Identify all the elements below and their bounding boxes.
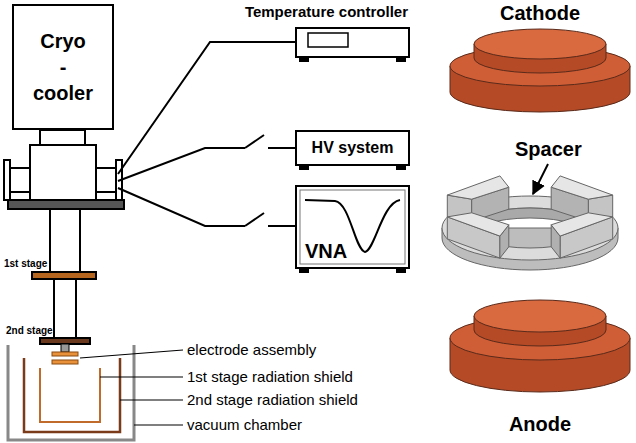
device-label: HV system <box>312 139 394 157</box>
signal-wire <box>268 147 295 149</box>
cathode-electrode <box>474 29 606 59</box>
instrument-foot <box>396 166 406 170</box>
leader-line <box>134 424 183 425</box>
cryostat-body <box>4 130 124 352</box>
pointer-arrow <box>533 164 548 194</box>
electrode-assembly-symbol <box>52 360 78 364</box>
instrument-foot <box>299 269 309 273</box>
part-title: Anode <box>509 413 571 436</box>
instrument-detail <box>308 33 348 47</box>
stage-label: 1st stage <box>4 258 47 270</box>
cryostat-body <box>50 209 80 272</box>
instrument-detail <box>300 190 405 264</box>
instrument-foot <box>396 269 406 273</box>
spacer-ring <box>551 213 613 236</box>
cryostat-body <box>32 272 96 279</box>
electrode-assembly-symbol <box>52 352 78 364</box>
device-label: Cryo - cooler <box>19 28 107 106</box>
spacer-ring <box>551 176 613 199</box>
spacer-ring <box>447 213 509 236</box>
cryostat-body <box>40 130 85 145</box>
signal-wire <box>118 42 295 174</box>
cryostat-body <box>61 344 69 352</box>
electrode-assembly-symbol <box>52 352 78 356</box>
part-label: electrode assembly <box>187 341 316 358</box>
part-title: Spacer <box>515 138 582 161</box>
stage-label: 2nd stage <box>6 325 53 337</box>
spacer-ring <box>442 196 618 260</box>
instrument-box: Temperature controller <box>295 27 410 58</box>
cathode-electrode <box>450 29 630 112</box>
instrument-foot <box>299 58 309 62</box>
instrument-foot <box>299 166 309 170</box>
signal-wire <box>245 213 264 226</box>
leader-line <box>80 350 183 425</box>
part-label: 1st stage radiation shield <box>187 368 353 385</box>
cryostat-body <box>96 168 118 192</box>
radiation-shield-outline <box>24 358 120 432</box>
signal-wire <box>245 135 264 148</box>
part-label: vacuum chamber <box>187 416 302 433</box>
signal-wire <box>118 148 245 181</box>
vacuum-chamber-outline <box>8 345 134 440</box>
device-heading: Temperature controller <box>245 3 408 20</box>
leader-line <box>80 350 183 358</box>
signal-wire <box>118 42 295 226</box>
instrument-box: VNA <box>295 185 410 269</box>
cryostat-body <box>8 168 30 192</box>
leader-line <box>100 376 183 377</box>
cryocooler-box: Cryo - cooler <box>12 4 114 130</box>
cryostat-body <box>54 279 76 338</box>
cryostat-body <box>4 160 10 200</box>
cryostat-body <box>30 145 96 200</box>
device-label: VNA <box>305 240 347 263</box>
leader-line <box>120 399 183 400</box>
instrument-detail <box>300 33 405 264</box>
signal-wire <box>268 225 295 227</box>
radiation-shield-outline <box>40 368 100 422</box>
cryostat-body <box>8 200 124 209</box>
pointer-arrow <box>533 164 548 194</box>
spacer-ring <box>442 176 618 270</box>
anode-electrode <box>474 300 606 332</box>
cryostat-body <box>40 338 90 344</box>
radiation-shield-outline <box>24 358 120 432</box>
signal-wire <box>118 188 245 226</box>
instrument-box: HV system <box>295 130 410 166</box>
part-title: Cathode <box>500 2 580 25</box>
instrument-foot <box>396 58 406 62</box>
part-label: 2nd stage radiation shield <box>187 391 358 408</box>
vacuum-chamber-outline <box>8 345 134 440</box>
anode-electrode <box>450 300 630 392</box>
spacer-ring <box>447 176 509 199</box>
